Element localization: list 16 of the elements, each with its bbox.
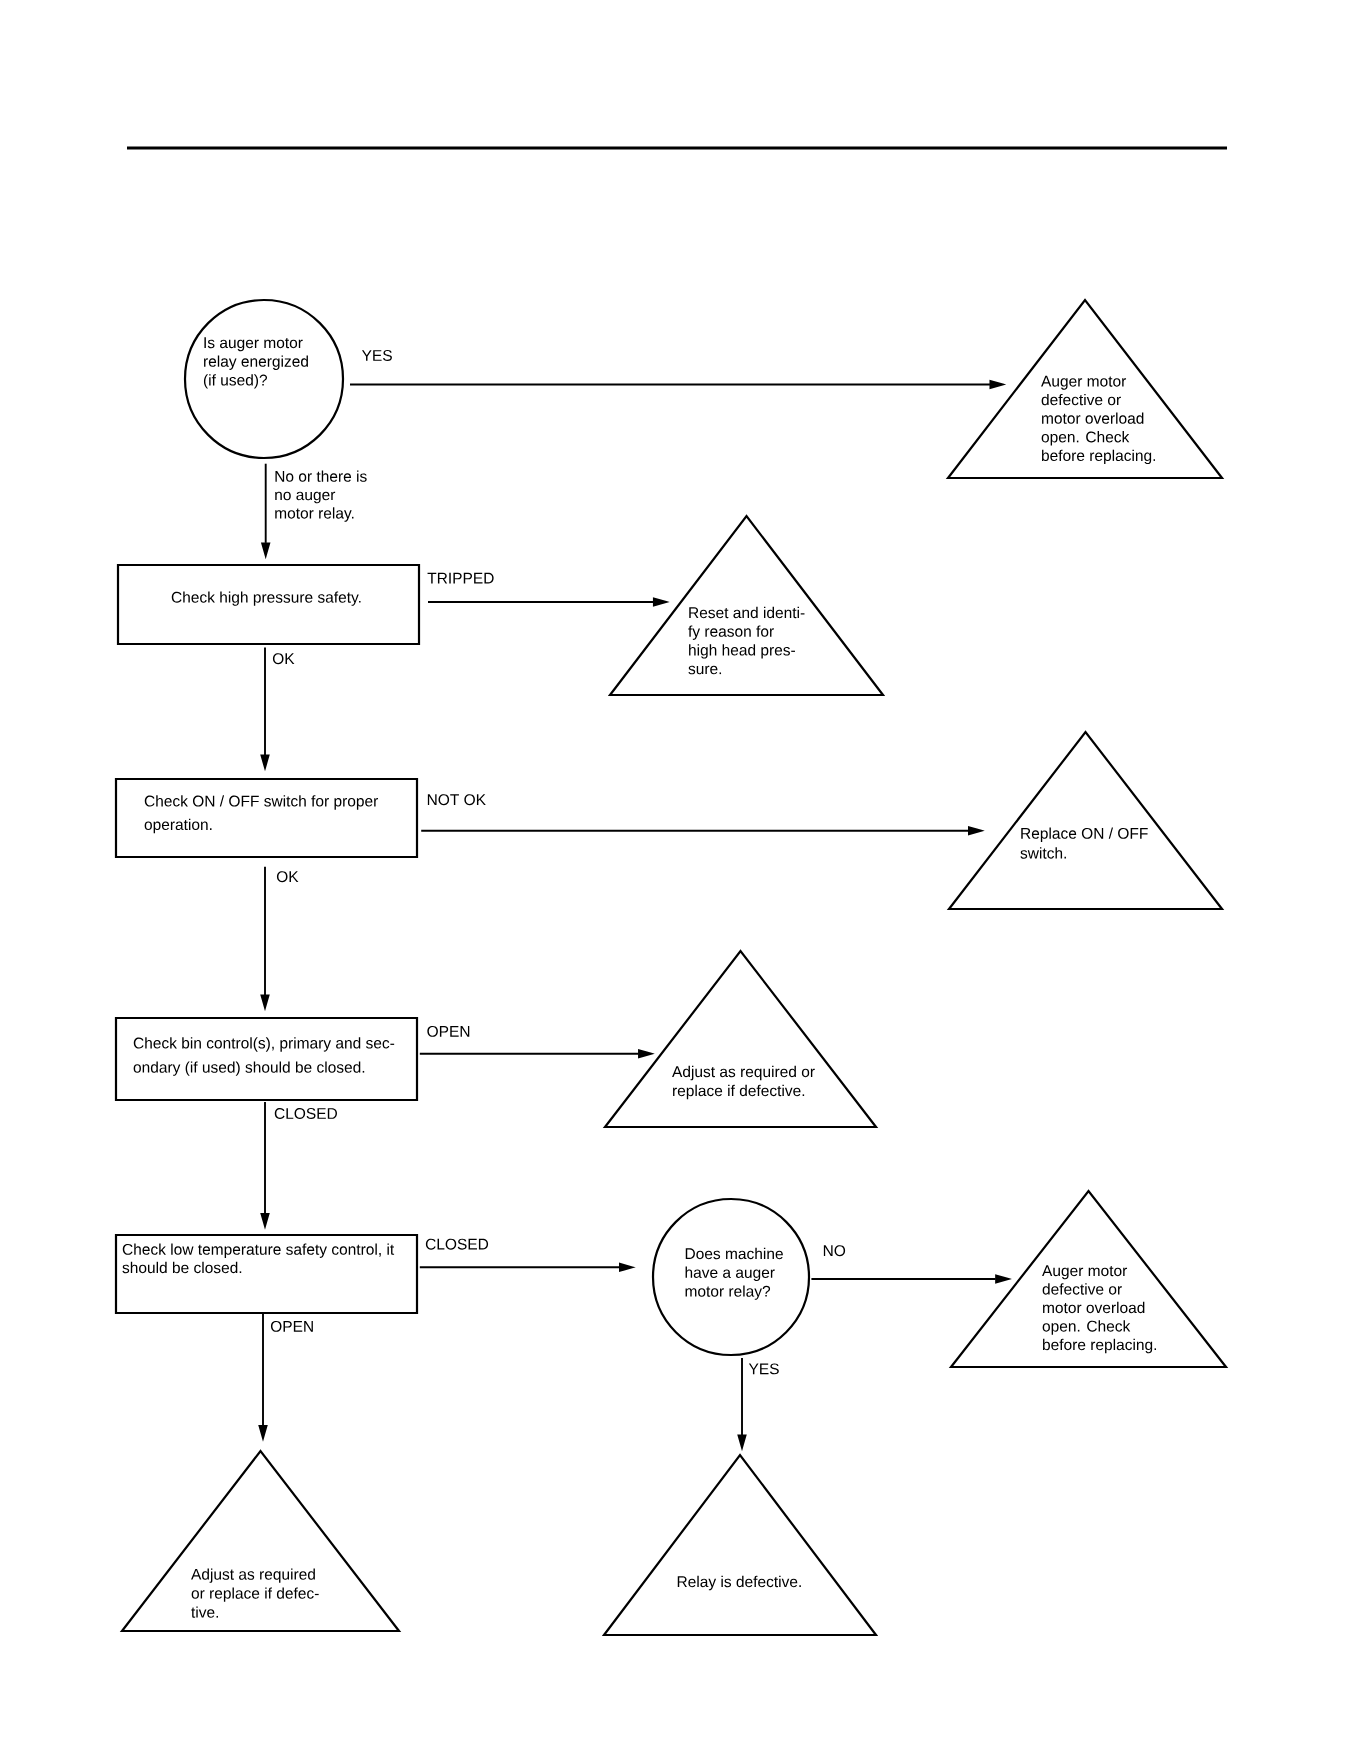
- edge-label: CLOSED: [274, 1108, 337, 1119]
- edge-label: TRIPPED: [427, 572, 494, 584]
- edge-label: OPEN: [427, 1025, 470, 1037]
- edge-label: No or there is no auger motor relay.: [275, 470, 367, 522]
- process-box: Check low temperature safety control, it should be closed.: [114, 1233, 419, 1315]
- edge-label: OK: [276, 871, 299, 883]
- edge-label: YES: [361, 350, 392, 361]
- process-box: Check ON / OFF switch for proper operation.: [114, 777, 419, 859]
- edge-label: OPEN: [270, 1320, 313, 1332]
- edge-label: CLOSED: [425, 1238, 489, 1250]
- process-box: Check high pressure safety.: [116, 563, 421, 646]
- edge-label: YES: [748, 1363, 779, 1375]
- edge-label: OK: [272, 653, 295, 665]
- edge-label: NO: [823, 1245, 846, 1257]
- edge-label: NOT OK: [427, 794, 486, 806]
- process-box: Check bin control(s), primary and sec- ondary (if used) should be closed.: [114, 1016, 419, 1102]
